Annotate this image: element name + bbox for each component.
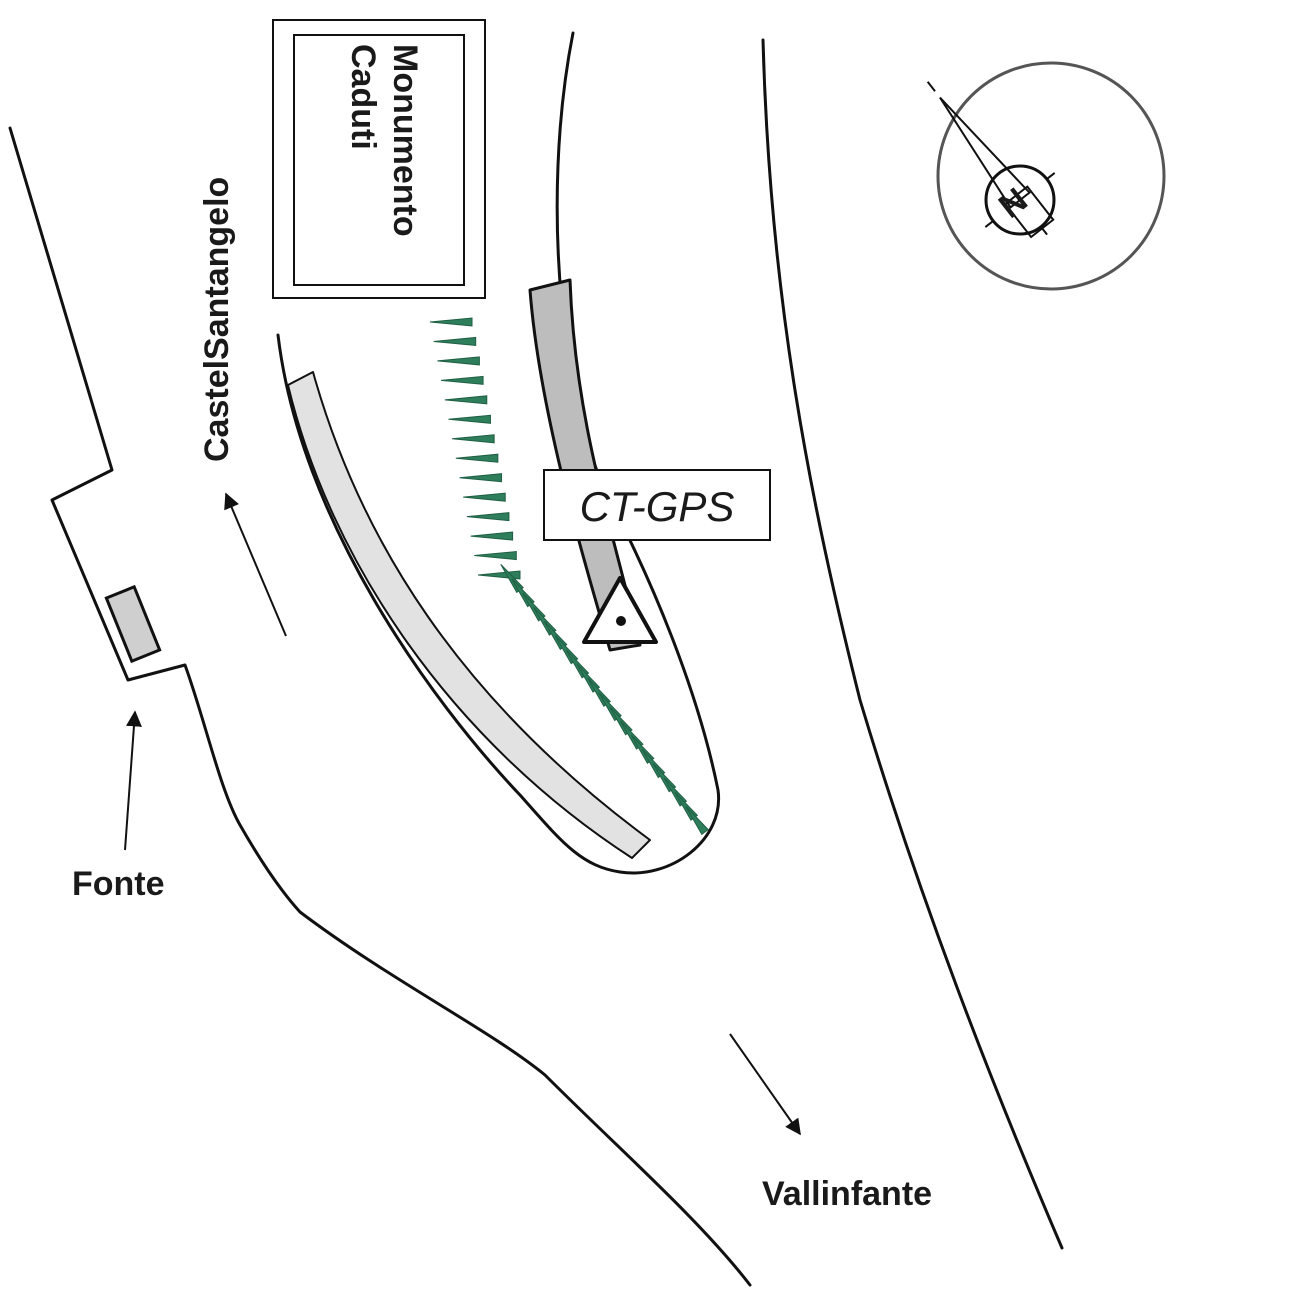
slope-hatch-tooth <box>441 375 484 385</box>
fonte-building <box>104 584 162 664</box>
slope-hatch <box>429 317 709 836</box>
monument-label-line1: Monumento <box>386 44 424 237</box>
monument-label-line2: Caduti <box>344 44 382 150</box>
slope-hatch-tooth <box>466 512 510 522</box>
vallinfante-arrow <box>729 1033 801 1136</box>
road-right-edge <box>761 38 1064 1250</box>
triangle-dot-icon <box>582 576 658 644</box>
median-light-strip <box>287 371 651 859</box>
monument-outer-box <box>272 19 486 299</box>
station-label-box <box>543 469 771 541</box>
road-left-edge <box>8 126 752 1287</box>
castel-label: CastelSantangelo <box>198 177 236 462</box>
slope-hatch-tooth <box>470 531 514 541</box>
fonte-arrow <box>124 710 142 851</box>
slope-hatch-tooth <box>474 550 517 561</box>
slope-hatch-tooth <box>448 414 491 424</box>
station-label: CT-GPS <box>580 483 735 530</box>
slope-hatch-tooth <box>459 473 503 483</box>
slope-hatch-tooth <box>455 453 499 463</box>
slope-hatch-tooth <box>429 317 473 327</box>
slope-hatch-tooth <box>444 395 488 405</box>
slope-hatch-tooth <box>437 356 480 366</box>
castel-arrow <box>224 492 287 637</box>
monument-inner-box <box>293 34 465 286</box>
slope-hatch-tooth <box>452 434 495 444</box>
slope-hatch-tooth <box>463 492 506 502</box>
fonte-label: Fonte <box>72 865 165 903</box>
north-arrow-compass-icon: N <box>926 61 1166 291</box>
slope-hatch-tooth <box>685 806 709 836</box>
vallinfante-label: Vallinfante <box>762 1175 932 1213</box>
slope-hatch-tooth <box>433 336 477 347</box>
embankment-strip <box>528 278 642 652</box>
